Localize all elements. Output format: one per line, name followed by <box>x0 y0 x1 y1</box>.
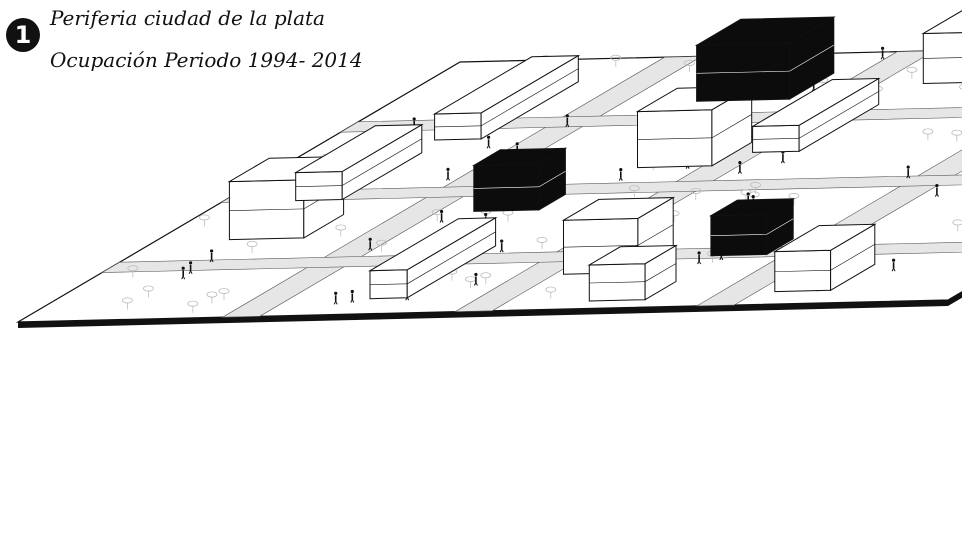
building-icon <box>432 54 581 141</box>
building-icon <box>708 197 796 257</box>
buildings <box>227 10 962 302</box>
tree-icon <box>610 54 622 67</box>
building-icon <box>368 216 498 300</box>
title-line-2: Ocupación Periodo 1994- 2014 <box>50 48 363 72</box>
tree-icon <box>922 128 934 141</box>
person-icon <box>439 209 444 223</box>
ground-edge-front <box>18 300 948 328</box>
tree-icon <box>684 59 695 72</box>
tree-icon <box>545 286 557 299</box>
number-badge: 1 <box>6 18 40 52</box>
ground-edge-right <box>948 291 962 306</box>
person-icon <box>446 167 450 181</box>
tree-icon <box>206 291 218 304</box>
tree-icon <box>127 265 139 278</box>
person-icon <box>880 46 885 60</box>
tree-icon <box>142 285 154 298</box>
tree-icon <box>246 240 258 253</box>
tree-icon <box>480 272 492 285</box>
person-icon <box>486 135 491 149</box>
tree-icon <box>906 66 918 79</box>
person-icon <box>473 272 478 286</box>
person-icon <box>368 237 373 251</box>
tree-icon <box>536 236 548 249</box>
tree-icon <box>690 187 702 200</box>
person-icon <box>209 249 214 263</box>
tree-icon <box>335 224 347 237</box>
person-icon <box>891 258 896 272</box>
tree-icon <box>376 239 388 252</box>
building-icon <box>694 16 836 102</box>
person-icon <box>499 239 504 253</box>
person-icon <box>333 291 338 305</box>
building-icon <box>587 244 678 302</box>
tree-icon <box>122 297 133 310</box>
person-icon <box>906 165 911 179</box>
person-icon <box>618 168 623 181</box>
person-icon <box>350 289 355 303</box>
tree-icon <box>218 288 230 301</box>
building-icon <box>635 85 754 169</box>
person-icon <box>181 266 186 280</box>
building-icon <box>293 123 424 202</box>
tree-icon <box>959 84 962 90</box>
building-icon <box>471 147 568 212</box>
tree-icon <box>187 300 199 313</box>
person-icon <box>697 251 702 265</box>
person-icon <box>565 114 570 128</box>
tree-icon <box>628 185 640 198</box>
building-icon <box>921 10 962 85</box>
person-icon <box>188 261 193 275</box>
tree-icon <box>750 181 761 194</box>
tree-icon <box>952 219 962 232</box>
building-icon <box>772 223 877 293</box>
building-icon <box>750 77 881 153</box>
tree-icon <box>198 214 210 227</box>
title-line-1: Periferia ciudad de la plata <box>50 6 325 30</box>
person-icon <box>934 184 939 197</box>
person-icon <box>737 161 742 174</box>
